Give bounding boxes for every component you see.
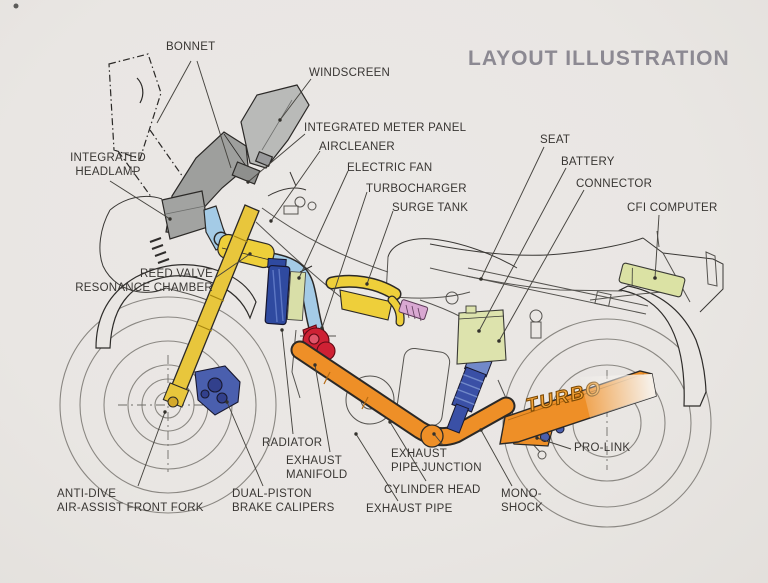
brake-caliper-shape — [194, 365, 241, 416]
windscreen-shape — [240, 84, 310, 169]
turbocharger-shape — [302, 324, 336, 361]
surge-tank-shape — [325, 274, 405, 327]
label-dual-piston-brake-calipers: DUAL-PISTON BRAKE CALIPERS — [232, 488, 335, 514]
label-bonnet: BONNET — [166, 41, 216, 53]
label-reed-valve-resonance-chamber: REED VALVE RESONANCE CHAMBER — [75, 268, 213, 294]
label-radiator: RADIATOR — [262, 437, 323, 449]
connector-shape — [398, 299, 429, 322]
label-anti-dive-front-fork: ANTI-DIVE AIR-ASSIST FRONT FORK — [57, 488, 204, 514]
rear-fender — [618, 285, 707, 407]
front-fender — [95, 264, 257, 349]
leader-dots — [163, 118, 657, 440]
front-fork-shape — [162, 204, 260, 408]
swingarm: TURBO — [499, 370, 657, 445]
cfi-computer-shape — [618, 262, 686, 298]
front-wheel — [59, 296, 277, 514]
headlamp-shape — [161, 190, 209, 240]
label-cfi-computer: CFI COMPUTER — [627, 202, 718, 214]
label-aircleaner: AIRCLEANER — [319, 141, 395, 153]
label-turbocharger: TURBOCHARGER — [366, 183, 467, 195]
label-integrated-meter-panel: INTEGRATED METER PANEL — [304, 122, 467, 134]
label-exhaust-pipe-junction: EXHAUST PIPE JUNCTION — [391, 448, 482, 474]
electric-fan-shape — [286, 271, 307, 321]
label-mono-shock: MONO- SHOCK — [501, 488, 544, 514]
label-connector: CONNECTOR — [576, 178, 653, 190]
leader-lines — [109, 60, 660, 502]
photo-speck — [13, 3, 19, 9]
page-title: LAYOUT ILLUSTRATION — [468, 47, 730, 70]
label-cylinder-head: CYLINDER HEAD — [384, 484, 481, 496]
label-battery: BATTERY — [561, 156, 615, 168]
battery-shape — [456, 305, 507, 365]
label-electric-fan: ELECTRIC FAN — [347, 162, 433, 174]
exhaust-junction-shape — [420, 424, 444, 448]
label-exhaust-manifold: EXHAUST MANIFOLD — [286, 455, 348, 481]
label-exhaust-pipe: EXHAUST PIPE — [366, 503, 453, 515]
radiator-shape — [264, 257, 291, 326]
label-integrated-headlamp: INTEGRATED HEADLAMP — [70, 152, 146, 178]
label-windscreen: WINDSCREEN — [309, 67, 391, 79]
label-pro-link: PRO-LINK — [574, 442, 631, 454]
label-surge-tank: SURGE TANK — [392, 202, 469, 214]
exhaust-pipe-shape — [290, 340, 516, 448]
label-seat: SEAT — [540, 134, 571, 146]
